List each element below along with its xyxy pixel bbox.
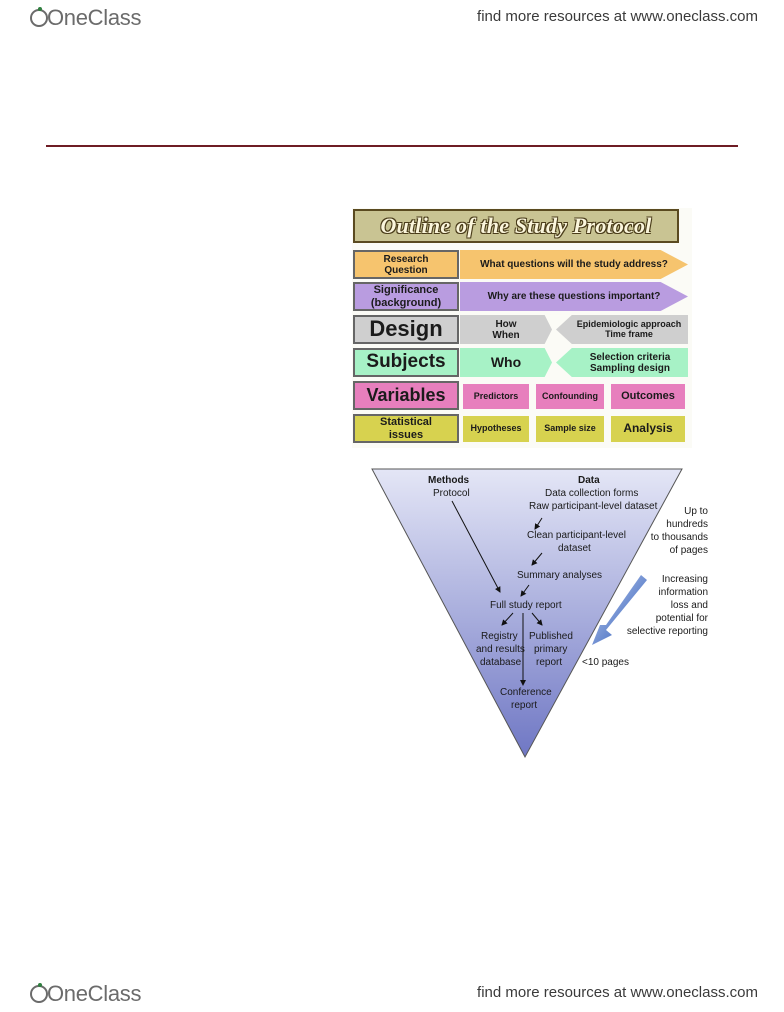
- loss-line1: Increasing: [661, 574, 708, 585]
- clean-dataset-line2: dataset: [558, 543, 591, 554]
- row-label-research-question: Research Question: [353, 250, 459, 279]
- research-question-label: Research Question: [383, 253, 429, 276]
- registry-line1: Registry: [481, 631, 518, 642]
- pages-line3: to thousands: [650, 532, 708, 543]
- logo-text: OneClass: [47, 5, 142, 30]
- row-label-statistical-issues: Statistical issues: [353, 414, 459, 443]
- arrow-report-to-published: [531, 612, 543, 626]
- hypotheses-text: Hypotheses: [470, 423, 522, 434]
- predictors-text: Predictors: [473, 390, 519, 401]
- subjects-criteria: Selection criteria Sampling design: [556, 348, 688, 377]
- footer-logo-text: OneClass: [47, 981, 142, 1006]
- design-how-when: How When: [460, 315, 552, 344]
- design-approach: Epidemiologic approach Time frame: [556, 315, 688, 344]
- data-collection-forms: Data collection forms: [545, 488, 639, 499]
- published-line1: Published: [529, 631, 573, 642]
- page-footer: OneClass find more resources at www.onec…: [0, 976, 784, 1012]
- methods-protocol: Protocol: [433, 488, 470, 499]
- small-pages-label: <10 pages: [582, 657, 629, 668]
- research-question-text: What questions will the study address?: [480, 259, 668, 270]
- significance-text: Why are these questions important?: [487, 291, 661, 302]
- variables-confounding: Confounding: [536, 384, 604, 409]
- variables-label: Variables: [366, 384, 446, 405]
- registry-line2: and results: [476, 644, 525, 655]
- conference-line1: Conference: [500, 687, 552, 698]
- analysis-text: Analysis: [623, 421, 673, 436]
- loss-line2: information: [658, 587, 708, 598]
- subjects-who-text: Who: [490, 353, 522, 370]
- published-line2: primary: [534, 644, 568, 655]
- statistical-analysis: Analysis: [611, 416, 685, 442]
- arrow-raw-to-clean: [534, 517, 543, 530]
- arrow-protocol-to-report: [451, 500, 501, 593]
- confounding-text: Confounding: [542, 390, 598, 401]
- pages-line1: Up to: [684, 506, 708, 517]
- raw-dataset: Raw participant-level dataset: [529, 501, 658, 512]
- pages-line2: hundreds: [666, 519, 708, 530]
- arrow-clean-to-summary: [531, 552, 543, 566]
- funnel-triangle: [371, 468, 683, 759]
- oneclass-logo[interactable]: OneClass: [30, 4, 142, 32]
- significance-label: Significance (background): [370, 284, 442, 309]
- variables-predictors: Predictors: [463, 384, 529, 409]
- row-label-subjects: Subjects: [353, 348, 459, 377]
- loss-line3: loss and: [670, 600, 708, 611]
- loss-line4: potential for: [655, 613, 708, 624]
- header-divider: [46, 145, 738, 147]
- sample-size-text: Sample size: [544, 423, 596, 434]
- significance-content: Why are these questions important?: [460, 282, 688, 311]
- summary-analyses: Summary analyses: [517, 570, 603, 581]
- registry-line3: database: [480, 657, 522, 668]
- design-label: Design: [369, 316, 443, 342]
- statistical-hypotheses: Hypotheses: [463, 416, 529, 442]
- footer-oneclass-logo[interactable]: OneClass: [30, 980, 142, 1008]
- row-label-variables: Variables: [353, 381, 459, 410]
- funnel-graphic: [371, 468, 683, 759]
- row-label-significance: Significance (background): [353, 282, 459, 311]
- subjects-label: Subjects: [366, 351, 446, 373]
- design-how-when-text: How When: [492, 318, 520, 341]
- resources-link[interactable]: find more resources at www.oneclass.com: [477, 8, 758, 25]
- variables-outcomes: Outcomes: [611, 384, 685, 409]
- research-question-content: What questions will the study address?: [460, 250, 688, 279]
- clean-dataset-line1: Clean participant-level: [527, 530, 626, 541]
- statistical-sample-size: Sample size: [536, 416, 604, 442]
- design-approach-text: Epidemiologic approach Time frame: [576, 318, 682, 339]
- loss-line5: selective reporting: [626, 626, 708, 637]
- footer-logo-o-icon: [30, 983, 48, 1003]
- logo-o-icon: [30, 7, 48, 27]
- reporting-funnel-figure: Methods Protocol Data Data collection fo…: [360, 465, 712, 765]
- statistical-issues-label: Statistical issues: [380, 416, 432, 441]
- full-study-report: Full study report: [490, 600, 562, 611]
- pages-line4: of pages: [669, 545, 708, 556]
- footer-resources-link[interactable]: find more resources at www.oneclass.com: [477, 984, 758, 1001]
- study-protocol-figure: Outline of the Study Protocol Research Q…: [352, 208, 692, 448]
- methods-heading: Methods: [428, 475, 470, 486]
- protocol-title: Outline of the Study Protocol: [353, 209, 679, 243]
- arrow-summary-to-report: [520, 584, 530, 597]
- data-heading: Data: [578, 475, 600, 486]
- row-label-design: Design: [353, 315, 459, 344]
- page-header: OneClass find more resources at www.onec…: [0, 0, 784, 36]
- published-line3: report: [536, 657, 563, 668]
- conference-line2: report: [511, 700, 538, 711]
- subjects-who: Who: [460, 348, 552, 377]
- information-loss-arrow: [592, 575, 647, 645]
- arrow-report-to-registry: [501, 612, 514, 626]
- subjects-criteria-text: Selection criteria Sampling design: [589, 351, 671, 374]
- outcomes-text: Outcomes: [621, 390, 675, 403]
